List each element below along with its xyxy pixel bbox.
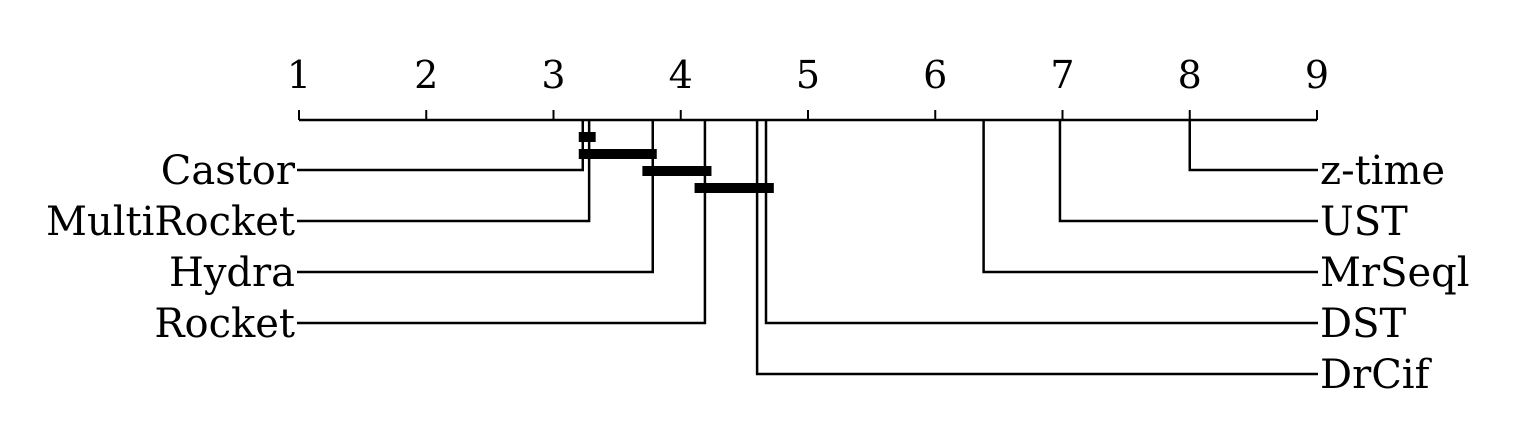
method-connector (755, 120, 1318, 376)
tick-label: 1 (287, 53, 311, 97)
method-label-rocket: Rocket (154, 301, 295, 347)
tick-label: 2 (414, 53, 438, 97)
tick-label: 9 (1305, 53, 1329, 97)
method-label-ust: UST (1320, 199, 1408, 245)
tick-label: 5 (796, 53, 820, 97)
tick-label: 6 (923, 53, 947, 97)
method-label-dst: DST (1320, 301, 1406, 347)
method-label-drcif: DrCif (1320, 352, 1433, 398)
clique-bars (578, 132, 774, 193)
method-connector (982, 120, 1318, 274)
rank-axis: 1 2 3 4 5 6 7 8 9 (287, 53, 1329, 122)
method-connector (297, 120, 585, 172)
tick-label: 8 (1178, 53, 1202, 97)
tick-label: 4 (669, 53, 693, 97)
method-label-z-time: z-time (1320, 148, 1445, 194)
method-label-multirocket: MultiRocket (46, 199, 295, 245)
method-label-mrseql: MrSeql (1320, 250, 1470, 296)
method-connector (1058, 120, 1318, 223)
method-connector (1188, 120, 1318, 172)
method-label-castor: Castor (161, 148, 296, 194)
method-label-hydra: Hydra (169, 250, 295, 296)
tick-label: 7 (1050, 53, 1074, 97)
tick-label: 3 (541, 53, 565, 97)
method-connector (297, 120, 655, 274)
